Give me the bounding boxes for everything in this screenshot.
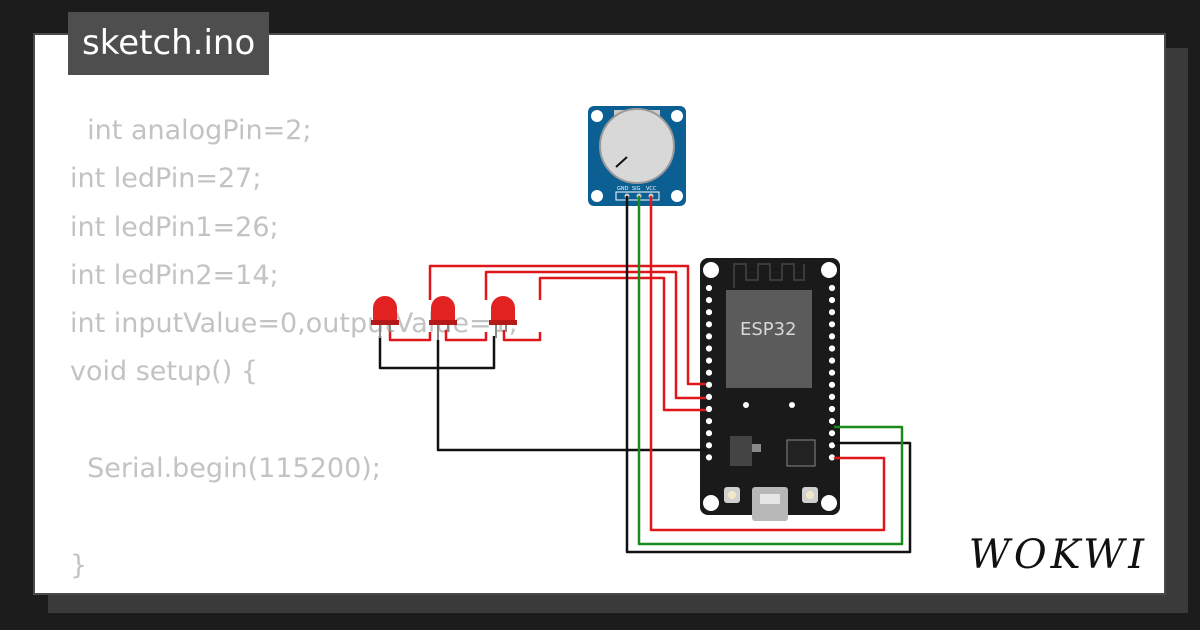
wire-red — [502, 330, 542, 342]
voltage-regulator — [730, 436, 752, 466]
code-preview: int analogPin=2; int ledPin=27; int ledPin… — [70, 107, 518, 590]
header-pin — [704, 417, 714, 426]
header-pin — [827, 404, 837, 414]
header-pin — [827, 356, 837, 365]
header-pin — [827, 417, 837, 426]
potentiometer[interactable]: GND SIG VCC — [588, 106, 686, 206]
wire-red — [484, 270, 706, 400]
wire-red — [428, 264, 706, 386]
header-pin — [704, 356, 714, 365]
header-pin — [704, 441, 714, 450]
wire-green — [637, 196, 904, 546]
code-line: int ledPin1=26; — [70, 211, 279, 243]
file-tab[interactable]: sketch.ino — [68, 12, 270, 75]
code-line: int analogPin=2; — [70, 115, 312, 146]
header-pin — [827, 283, 837, 293]
header-pin — [827, 380, 837, 389]
wire-black — [436, 340, 706, 452]
wire-red — [388, 330, 432, 342]
header-pin — [704, 320, 714, 329]
led-red[interactable] — [489, 296, 517, 338]
header-pin — [827, 344, 837, 353]
board-label: ESP32 — [740, 319, 797, 340]
header-pin — [704, 308, 714, 317]
wire-red — [649, 196, 886, 532]
wire-red — [444, 330, 488, 342]
header-pin — [704, 404, 714, 414]
potentiometer-knob[interactable] — [599, 108, 675, 184]
header-pin — [704, 429, 714, 438]
code-line: void setup() { — [70, 356, 259, 388]
code-line: int ledPin2=14; — [70, 259, 279, 291]
header-pin — [704, 332, 714, 341]
led-red[interactable] — [371, 296, 399, 338]
header-pin — [827, 429, 837, 438]
header-pin — [704, 368, 714, 377]
header-pin — [827, 320, 837, 329]
led-red[interactable] — [429, 296, 457, 340]
code-line: } — [70, 549, 88, 581]
wire-black — [625, 196, 912, 554]
pot-pin-label: SIG — [632, 186, 641, 192]
header-pin — [827, 308, 837, 317]
esp32-module — [726, 290, 812, 388]
header-pin — [827, 332, 837, 341]
pot-pin-label: GND — [617, 186, 629, 192]
pot-pin-label: VCC — [646, 186, 657, 192]
right-header-pins — [827, 283, 837, 462]
header-pin — [827, 368, 837, 377]
header-pin — [704, 296, 714, 305]
header-pin — [704, 283, 714, 293]
code-line: Serial.begin(115200); — [70, 453, 381, 485]
header-pin — [704, 344, 714, 353]
header-pin — [704, 380, 714, 389]
usb-uart-chip — [786, 439, 816, 467]
header-pin — [827, 392, 837, 401]
wire-red — [538, 276, 706, 412]
header-pin — [827, 296, 837, 305]
esp32-board[interactable]: ESP32 — [700, 258, 840, 521]
left-header-pins — [704, 283, 714, 462]
header-pin — [827, 441, 837, 450]
wires — [378, 196, 912, 554]
code-line: int ledPin=27; — [70, 163, 262, 195]
wokwi-logo: WOKWI — [968, 532, 1148, 578]
header-pin — [704, 392, 714, 401]
header-pin — [704, 453, 714, 462]
